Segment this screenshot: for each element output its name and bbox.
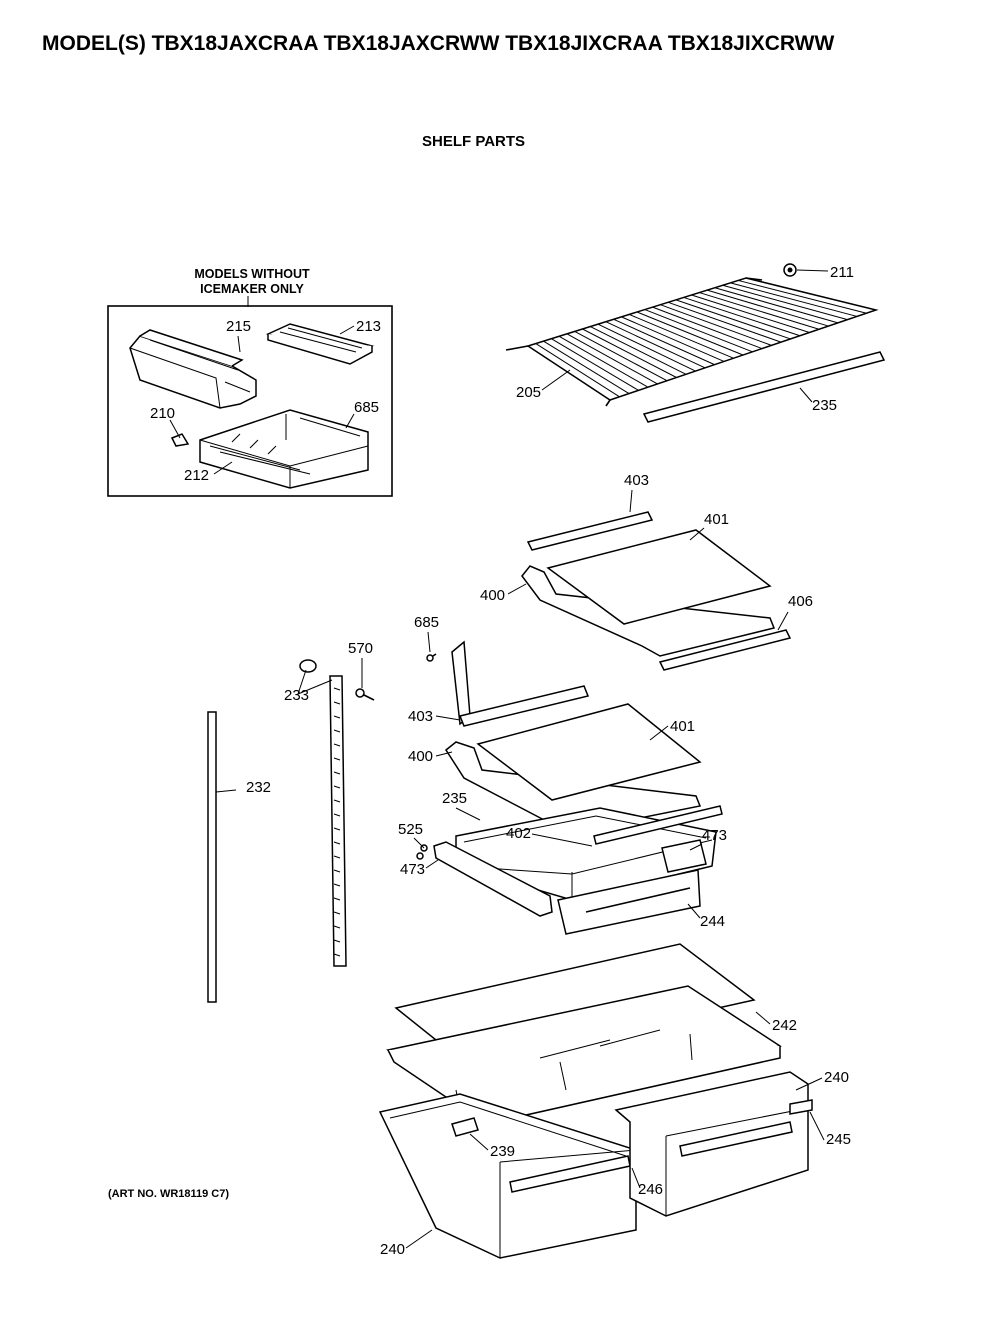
callout-400-upper: 400 bbox=[480, 587, 505, 604]
callout-212: 212 bbox=[184, 467, 209, 484]
callout-685: 685 bbox=[414, 614, 439, 631]
callout-473-left: 473 bbox=[400, 861, 425, 878]
icemaker-inset: MODELS WITHOUT ICEMAKER ONLY bbox=[107, 267, 393, 497]
callout-403-upper: 403 bbox=[624, 472, 649, 489]
ice-tray-part bbox=[265, 323, 375, 365]
callout-570: 570 bbox=[348, 640, 373, 657]
callout-525: 525 bbox=[398, 821, 423, 838]
ice-tray-support-part bbox=[199, 409, 369, 489]
callout-239: 239 bbox=[490, 1143, 515, 1160]
callout-473-right: 473 bbox=[702, 827, 727, 844]
callout-210: 210 bbox=[150, 405, 175, 422]
callout-235: 235 bbox=[812, 397, 837, 414]
ice-bin-part bbox=[129, 329, 257, 409]
section-title: SHELF PARTS bbox=[422, 133, 525, 150]
crisper-drawer-right bbox=[614, 1071, 813, 1217]
callout-labels: 211 205 235 215 213 210 685 212 403 401 … bbox=[150, 264, 854, 1258]
callout-242: 242 bbox=[772, 1017, 797, 1034]
callout-leaders bbox=[169, 269, 829, 1249]
callout-401-upper: 401 bbox=[704, 511, 729, 528]
callout-235-lower: 235 bbox=[442, 790, 467, 807]
inset-title-line1: MODELS WITHOUT bbox=[194, 267, 310, 281]
callout-232: 232 bbox=[246, 779, 271, 796]
callout-406: 406 bbox=[788, 593, 813, 610]
wire-shelf-part bbox=[505, 263, 886, 423]
ladder-232 bbox=[207, 711, 217, 1003]
deli-drawer bbox=[416, 805, 723, 935]
crisper-drawer-left bbox=[378, 1093, 637, 1259]
drawer-glide-239 bbox=[451, 1117, 479, 1137]
shelf-ladder-channels bbox=[207, 640, 471, 1003]
shelf-clip-233 bbox=[299, 659, 317, 673]
callout-205: 205 bbox=[516, 384, 541, 401]
callout-401-lower: 401 bbox=[670, 718, 695, 735]
callout-402: 402 bbox=[506, 825, 531, 842]
callout-240-right: 240 bbox=[824, 1069, 849, 1086]
clip-part bbox=[170, 433, 190, 447]
callout-244: 244 bbox=[700, 913, 725, 930]
callout-240-left: 240 bbox=[380, 1241, 405, 1258]
callout-211: 211 bbox=[830, 264, 854, 281]
inset-border bbox=[107, 305, 393, 497]
callout-400-lower: 400 bbox=[408, 748, 433, 765]
art-number: (ART NO. WR18119 C7) bbox=[108, 1188, 229, 1200]
model-header: MODEL(S) TBX18JAXCRAA TBX18JAXCRWW TBX18… bbox=[42, 32, 834, 55]
callout-213: 213 bbox=[356, 318, 381, 335]
callout-233: 233 bbox=[284, 687, 309, 704]
callout-215: 215 bbox=[226, 318, 251, 335]
callout-403-lower: 403 bbox=[408, 708, 433, 725]
callout-245: 245 bbox=[826, 1131, 851, 1148]
ladder-channel bbox=[329, 675, 347, 967]
lower-glass-shelf bbox=[445, 685, 702, 833]
upper-glass-shelf bbox=[521, 511, 792, 671]
inset-title-line2: ICEMAKER ONLY bbox=[200, 282, 304, 296]
callout-246: 246 bbox=[638, 1181, 663, 1198]
callout-685-inset: 685 bbox=[354, 399, 379, 416]
